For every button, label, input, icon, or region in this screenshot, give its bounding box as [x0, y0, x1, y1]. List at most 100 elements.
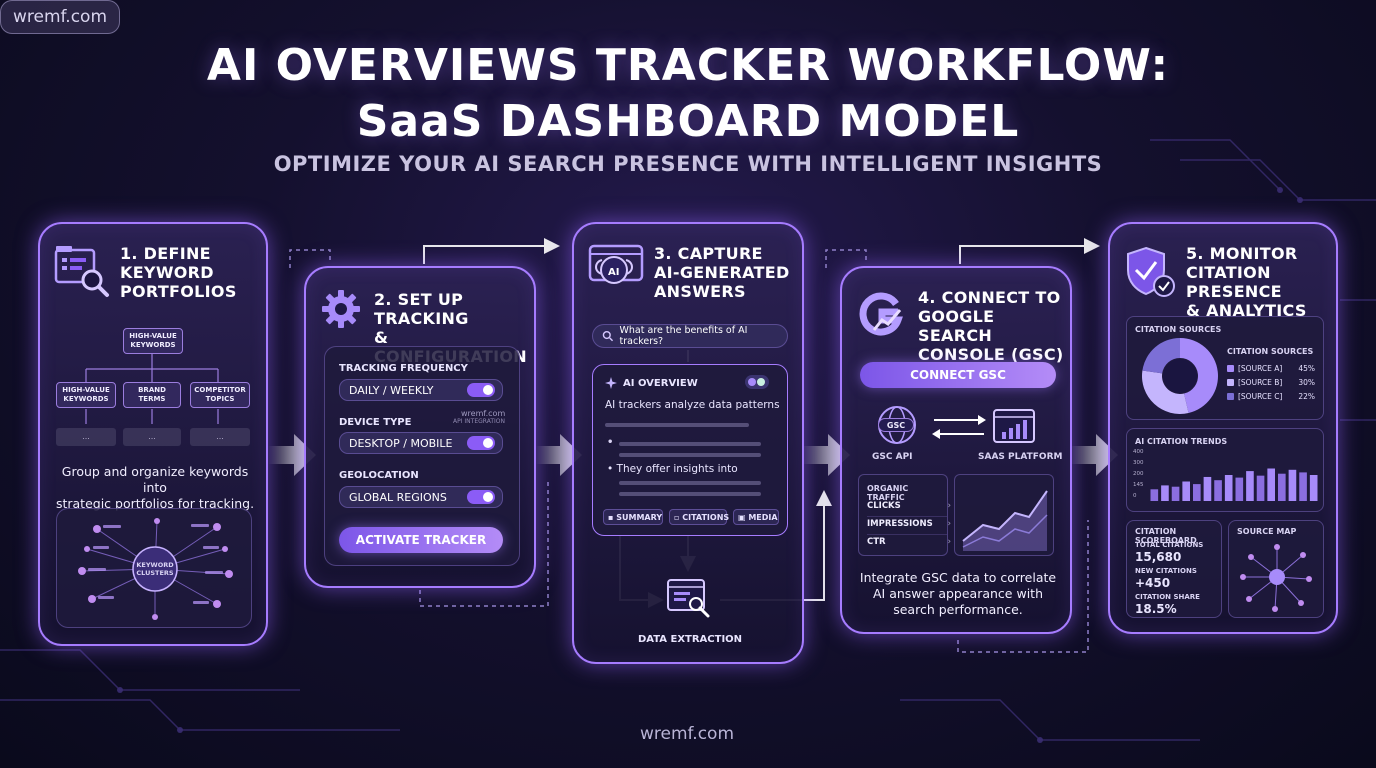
sync-arrows-icon: [932, 415, 986, 439]
trend-bar: [1235, 477, 1244, 501]
trend-bar: [1224, 475, 1233, 501]
center-watermark: wremf.com: [640, 724, 734, 744]
hierarchy-connectors: [85, 354, 219, 424]
child-node-competitor: COMPETITOR TOPICS: [190, 382, 250, 408]
geolocation-field[interactable]: GLOBAL REGIONS: [339, 486, 503, 508]
watermark-text: wremf.com: [461, 409, 506, 418]
ctr-metric[interactable]: CTR: [867, 537, 951, 553]
overview-line2: • They offer insights into: [607, 463, 738, 475]
citation-trends-title: AI CITATION TRENDS: [1135, 437, 1228, 446]
trend-tick-label: 145: [1133, 482, 1144, 488]
clicks-metric[interactable]: CLICKS: [867, 501, 951, 517]
connect-gsc-button[interactable]: CONNECT GSC: [860, 362, 1056, 388]
tracking-frequency-field[interactable]: DAILY / WEEKLY: [339, 379, 503, 401]
donut-slice-2: [1142, 338, 1180, 374]
legend-pct: 45%: [1298, 364, 1315, 373]
keyword-cluster-graph: KEYWORD CLUSTERS: [56, 508, 252, 628]
trend-bar: [1299, 472, 1307, 501]
trend-bar: [1256, 475, 1265, 501]
source-map-network: [1240, 544, 1312, 612]
trend-bar: [1171, 486, 1180, 501]
geolocation-toggle[interactable]: [467, 490, 495, 504]
shield-check-icon: [1127, 246, 1175, 297]
trend-bar: [1214, 480, 1222, 501]
api-watermark-sub: API INTEGRATION: [453, 418, 505, 425]
citation-sources-heading: CITATION SOURCES: [1135, 325, 1222, 334]
traffic-chart-card: [954, 474, 1054, 556]
device-type-field[interactable]: DESKTOP / MOBILE: [339, 432, 503, 454]
citation-share-value: 18.5%: [1135, 602, 1177, 616]
data-extraction-label: DATA EXTRACTION: [637, 634, 743, 645]
trend-bar: [1278, 473, 1286, 501]
legend-pct: 30%: [1298, 378, 1315, 387]
citation-scoreboard-card: CITATION SCOREBOARD TOTAL CITATIONS 15,6…: [1126, 520, 1222, 618]
text-placeholder-line: [619, 442, 761, 446]
root-keyword-node: HIGH-VALUE KEYWORDS: [123, 328, 183, 354]
legend-pct: 22%: [1298, 392, 1315, 401]
legend-name: [SOURCE C]: [1238, 392, 1283, 401]
sources-legend-title: CITATION SOURCES: [1227, 347, 1314, 356]
cluster-center-label: KEYWORD CLUSTERS: [136, 561, 174, 577]
tracking-frequency-label: TRACKING FREQUENCY: [339, 363, 468, 374]
trend-bar: [1193, 484, 1201, 501]
ai-brain-icon: [588, 244, 644, 284]
data-extraction-icon: [667, 579, 710, 618]
placeholder-node: ...: [56, 428, 116, 446]
tracking-frequency-toggle[interactable]: [467, 383, 495, 397]
subtitle: OPTIMIZE YOUR AI SEARCH PRESENCE WITH IN…: [273, 152, 1103, 176]
text-placeholder-line: [619, 453, 761, 457]
main-title-line1: AI OVERVIEWS TRACKER WORKFLOW:: [206, 40, 1170, 91]
device-type-toggle[interactable]: [467, 436, 495, 450]
summary-chip[interactable]: ▪ SUMMARY: [603, 509, 663, 525]
corner-watermark-badge[interactable]: wremf.com: [0, 0, 120, 34]
text-placeholder-line: [619, 492, 761, 496]
traffic-area-chart: [962, 490, 1048, 551]
geolocation-label: GEOLOCATION: [339, 470, 419, 481]
avatar-badge: [745, 375, 769, 389]
api-watermark: wremf.com: [461, 409, 505, 418]
media-chip[interactable]: ▣ MEDIA: [733, 509, 779, 525]
step2-panel: 2. SET UP TRACKING& CONFIGURATION TRACKI…: [304, 266, 536, 588]
trend-tick-label: 200: [1133, 471, 1144, 477]
tracking-settings-card: TRACKING FREQUENCY DAILY / WEEKLY DEVICE…: [324, 346, 520, 566]
ai-query-search-input[interactable]: What are the benefits of AI trackers?: [592, 324, 788, 348]
trend-tick-label: 300: [1133, 460, 1144, 466]
main-title-line2: SaaS DASHBOARD MODEL: [356, 96, 1020, 147]
ai-icon-text: AI: [608, 267, 620, 278]
donut-hole: [1163, 359, 1197, 393]
legend-item: [SOURCE C] 22%: [1227, 391, 1319, 403]
trend-bar: [1288, 469, 1297, 501]
bullet-dot: •: [607, 437, 614, 448]
trend-bar: [1161, 485, 1169, 501]
saas-platform-label: SAAS PLATFORM: [978, 452, 1063, 462]
ai-overview-label: AI OVERVIEW: [623, 378, 698, 389]
source-map-card: SOURCE MAP: [1228, 520, 1324, 618]
text-placeholder-line: [619, 481, 761, 485]
citation-share-label: CITATION SHARE: [1135, 593, 1200, 601]
impressions-metric[interactable]: IMPRESSIONS: [867, 519, 951, 535]
trend-bar: [1309, 475, 1318, 501]
gear-icon: [322, 290, 360, 328]
citation-sources-card: CITATION SOURCES CITATION SOURCES [SOURC…: [1126, 316, 1324, 420]
legend-swatch: [1227, 365, 1234, 372]
activate-tracker-button[interactable]: ACTIVATE TRACKER: [339, 527, 503, 553]
trend-bar: [1150, 489, 1159, 501]
donut-slice-1: [1142, 370, 1189, 414]
citations-chip[interactable]: ▫ CITATIONS: [669, 509, 729, 525]
organic-traffic-card: ORGANIC TRAFFIC CLICKS IMPRESSIONS CTR: [858, 474, 951, 556]
legend-name: [SOURCE A]: [1238, 364, 1283, 373]
donut-slice-0: [1180, 338, 1218, 414]
saas-platform-icon: [993, 409, 1035, 443]
trend-bar: [1182, 481, 1190, 501]
legend-item: [SOURCE A] 45%: [1227, 363, 1319, 375]
new-citations-label: NEW CITATIONS: [1135, 567, 1197, 575]
organic-traffic-title: ORGANIC TRAFFIC: [867, 484, 909, 502]
